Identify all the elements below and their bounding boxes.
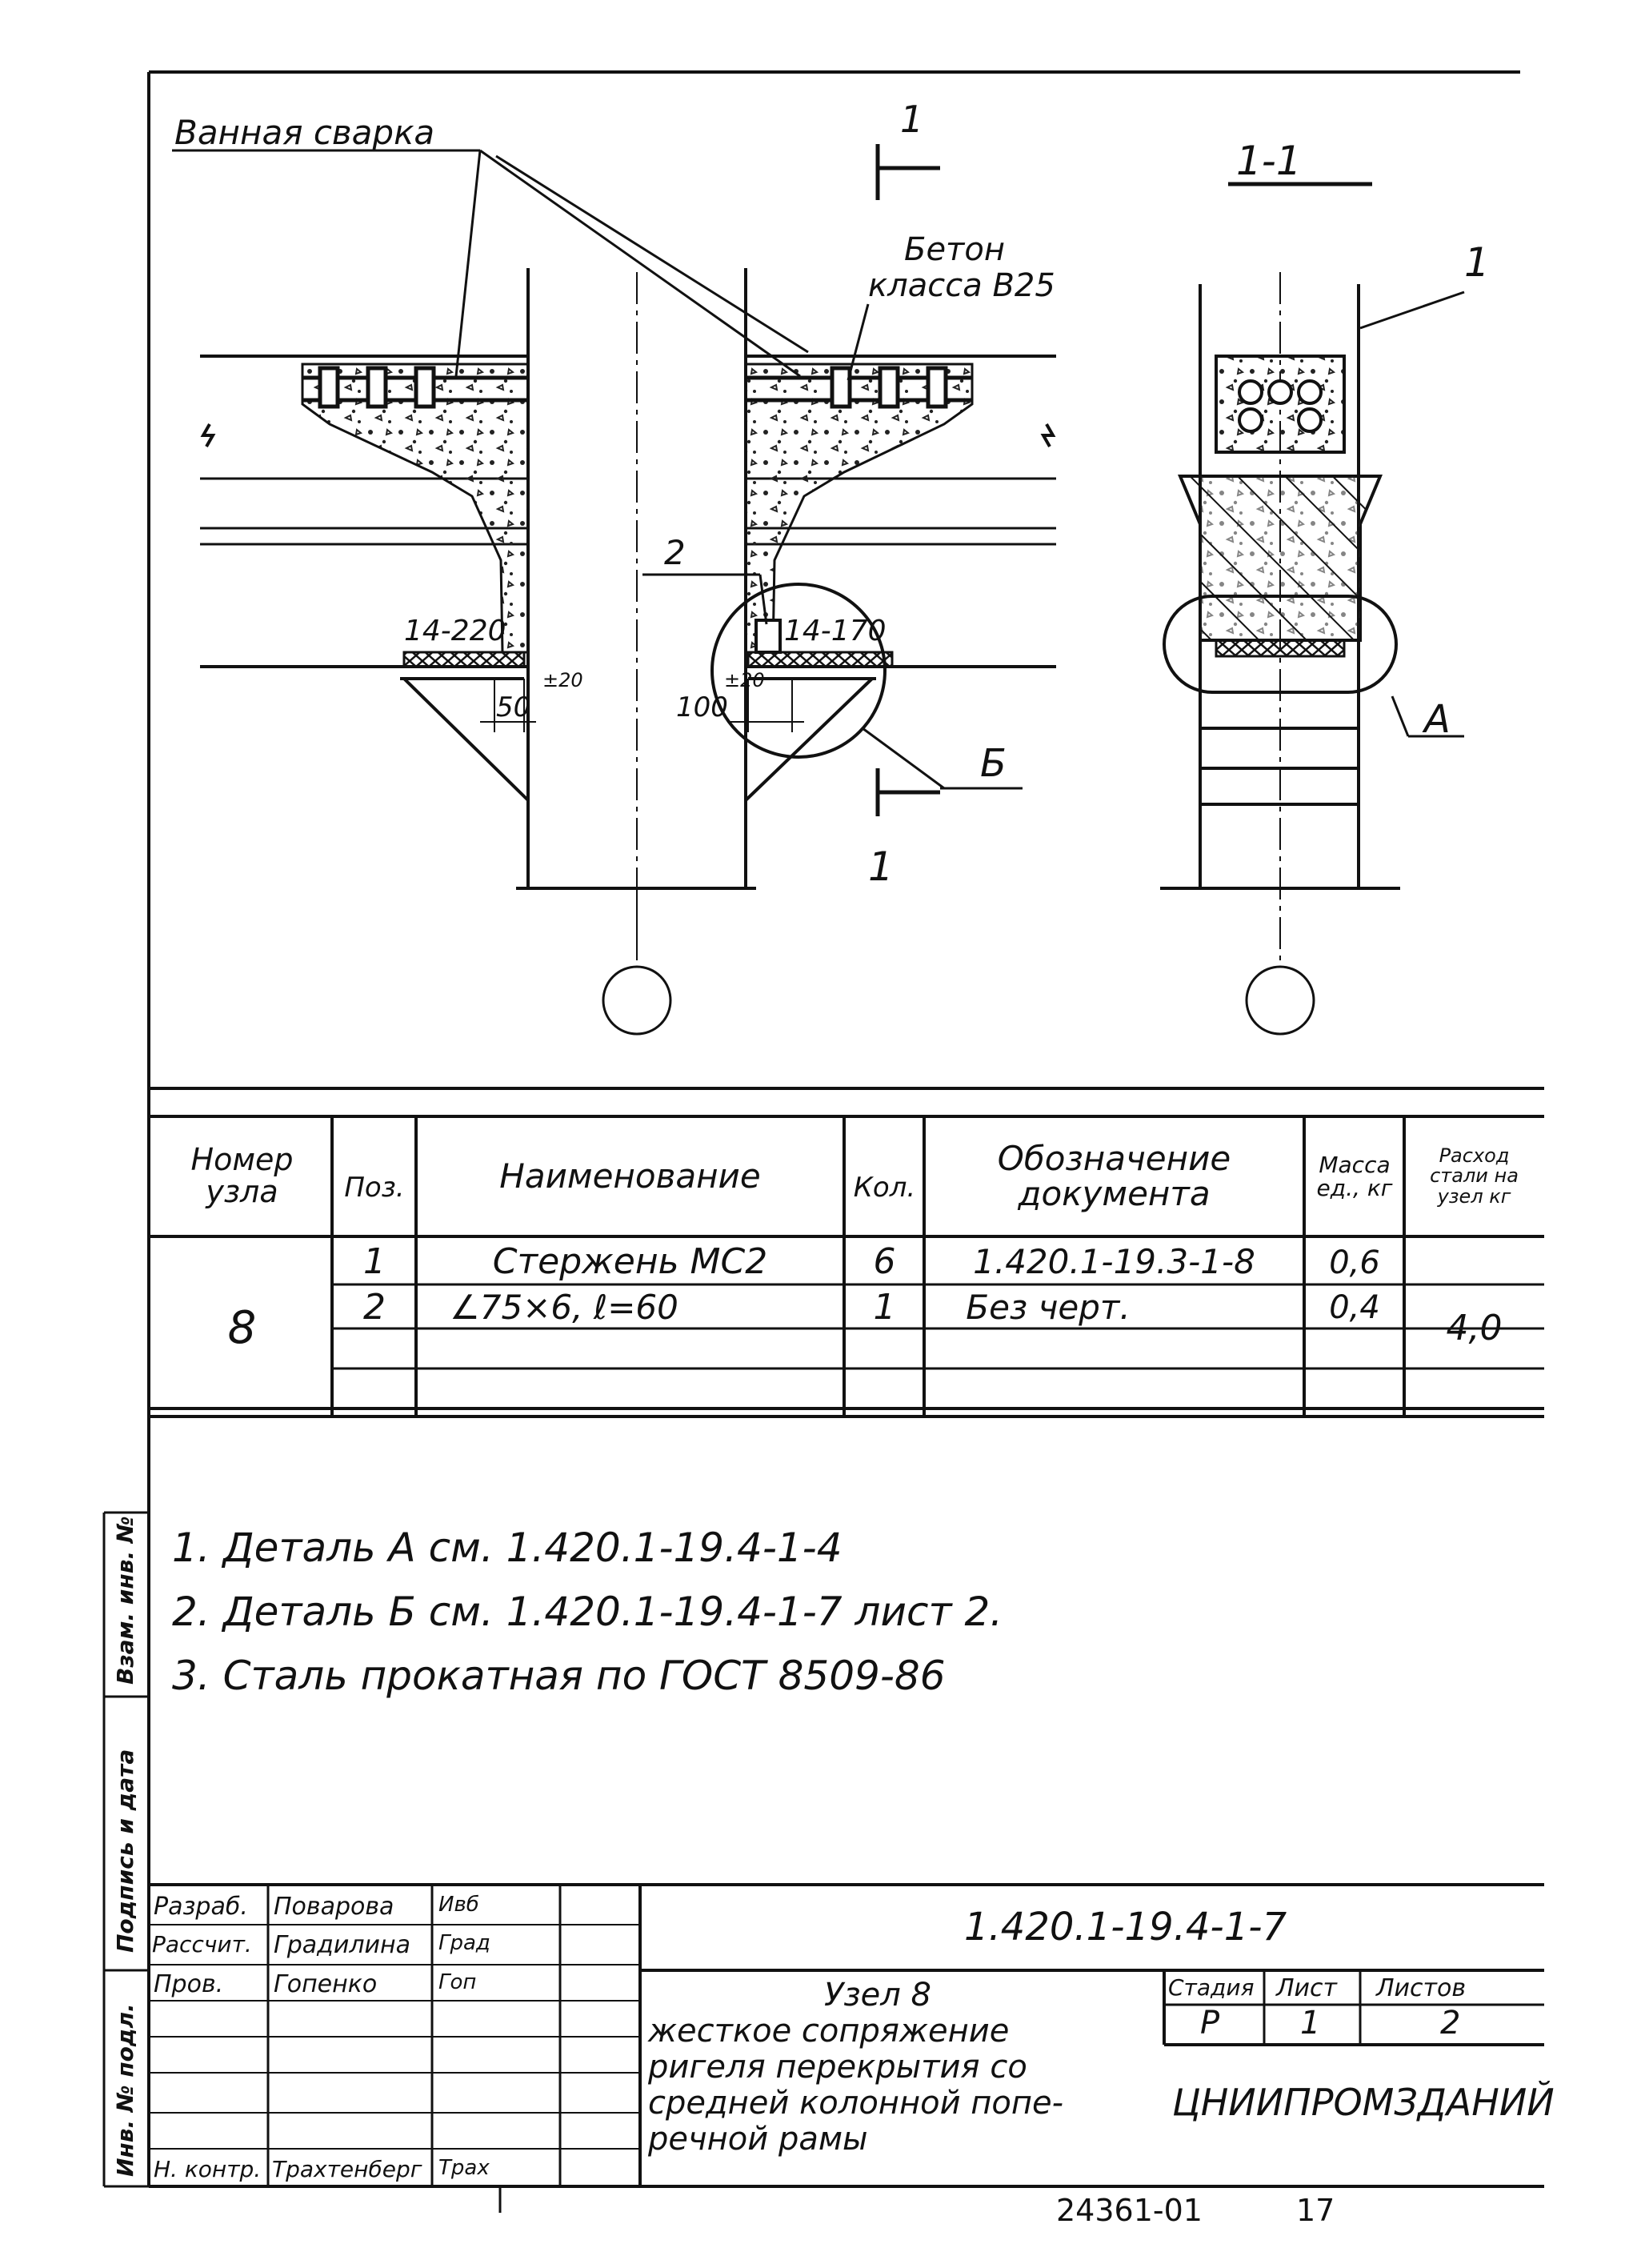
stamp-replace-inv: Взам. инв. № — [112, 1516, 138, 1685]
note-2: 2. Деталь Б см. 1.420.1-19.4-1-7 лист 2. — [172, 1589, 1003, 1635]
spec-table-grid — [149, 1115, 1544, 1418]
callout-rebar-right: 14-170 — [784, 615, 887, 647]
bearing-plate-left — [402, 651, 526, 668]
sign-calculated: Град — [438, 1931, 490, 1955]
callout-section-mark-bottom: 1 — [868, 843, 894, 890]
title-line-3: ригеля перекрытия со — [648, 2049, 1027, 2086]
row2-mass: 0,4 — [1329, 1289, 1380, 1326]
row2-doc: Без черт. — [966, 1287, 1131, 1327]
node-number: 8 — [227, 1301, 257, 1354]
callout-rebar-left: 14-220 — [404, 615, 506, 647]
sheets-value: 2 — [1440, 2005, 1461, 2042]
row2-pos: 2 — [363, 1286, 386, 1328]
sheet-label: Лист — [1276, 1974, 1338, 2002]
doc-code: 1.420.1-19.4-1-7 — [964, 1905, 1287, 1949]
callout-dim-right-tol: ±20 — [724, 669, 765, 691]
row2-name: ∠75×6, ℓ=60 — [450, 1287, 678, 1327]
stamp-inv-orig: Инв. № подл. — [112, 2003, 138, 2177]
welding-leaders — [172, 149, 809, 378]
callout-section-title: 1-1 — [1236, 138, 1302, 184]
role-norm-control: Н. контр. — [154, 2156, 262, 2182]
sheets-label: Листов — [1376, 1974, 1467, 2002]
concrete-infill-left — [301, 363, 530, 654]
side-stamp-frame — [102, 1511, 149, 2188]
sign-developer: Ивб — [438, 1893, 479, 1917]
stage-value: Р — [1200, 2005, 1220, 2042]
page-number: 17 — [1296, 2193, 1335, 2228]
angle-pos2 — [754, 619, 782, 654]
bearing-plate-right — [746, 651, 894, 668]
header-node-number: Номер узла — [190, 1142, 294, 1209]
callout-section-mark-top: 1 — [900, 98, 923, 141]
header-qty: Кол. — [853, 1172, 916, 1204]
detail-a-outline — [1163, 595, 1398, 694]
name-developer: Поварова — [274, 1893, 394, 1921]
sheet-value: 1 — [1300, 2005, 1321, 2042]
callout-pos1: 1 — [1464, 239, 1490, 286]
row1-name: Стержень МС2 — [492, 1241, 768, 1283]
header-mass: Масса ед., кг — [1316, 1151, 1393, 1201]
title-block-grid — [149, 1883, 1544, 2213]
row1-mass: 0,6 — [1329, 1244, 1380, 1281]
role-checked: Пров. — [154, 1970, 224, 1998]
stamp-sign-date: Подпись и дата — [112, 1749, 138, 1953]
header-steel: Расход стали на узел кг — [1430, 1144, 1519, 1208]
callout-dim-right: 100 — [676, 691, 728, 723]
callout-welding: Ванная сварка — [174, 113, 434, 152]
note-3: 3. Сталь прокатная по ГОСТ 8509-86 — [172, 1653, 946, 1699]
callout-detail-a: А — [1422, 697, 1451, 742]
axis-bubble-left — [602, 965, 672, 1036]
rebar-welds — [302, 366, 972, 409]
header-pos: Поз. — [344, 1172, 405, 1204]
callout-concrete-2: класса В25 — [868, 267, 1055, 304]
row2-qty: 1 — [873, 1286, 896, 1328]
title-line-5: речной рамы — [648, 2121, 868, 2158]
role-developer: Разраб. — [154, 1893, 248, 1921]
name-checked: Гопенко — [274, 1970, 378, 1998]
title-line-4: средней колонной попе- — [648, 2085, 1064, 2122]
column-consoles — [400, 677, 876, 888]
section-rebars — [1238, 379, 1323, 433]
header-doc: Обозначение документа — [997, 1138, 1231, 1213]
row1-doc: 1.420.1-19.3-1-8 — [973, 1242, 1255, 1282]
stage-label: Стадия — [1168, 1974, 1255, 2001]
organization: ЦНИИПРОМЗДАНИЙ — [1172, 2081, 1555, 2124]
steel-total: 4,0 — [1446, 1307, 1503, 1348]
section-marks — [875, 144, 940, 816]
archive-number: 24361-01 — [1056, 2193, 1203, 2228]
callout-dim-left-tol: ±20 — [542, 669, 583, 691]
axis-bubble-right — [1245, 965, 1315, 1036]
callout-pos2: 2 — [664, 533, 686, 572]
row1-qty: 6 — [873, 1241, 896, 1283]
title-line-2: жесткое сопряжение — [648, 2013, 1010, 2050]
callout-detail-b: Б — [980, 741, 1007, 786]
name-calculated: Градилина — [274, 1931, 411, 1959]
note-1: 1. Деталь А см. 1.420.1-19.4-1-4 — [172, 1525, 843, 1571]
role-calculated: Рассчит. — [152, 1931, 252, 1957]
name-norm-control: Трахтенберг — [272, 2156, 422, 2182]
beams — [200, 355, 1056, 668]
sheet-frame — [147, 70, 1544, 2186]
sign-checked: Гоп — [438, 1970, 477, 1994]
sign-norm-control: Трах — [438, 2156, 490, 2180]
callout-dim-left: 50 — [496, 691, 530, 723]
column-elevation — [516, 268, 756, 960]
title-line-1: Узел 8 — [824, 1977, 931, 2014]
callout-concrete-1: Бетон — [904, 231, 1005, 268]
header-name: Наименование — [499, 1156, 761, 1196]
detail-b-circle — [710, 583, 887, 759]
row1-pos: 1 — [363, 1241, 386, 1283]
dimension-lines — [480, 679, 804, 732]
